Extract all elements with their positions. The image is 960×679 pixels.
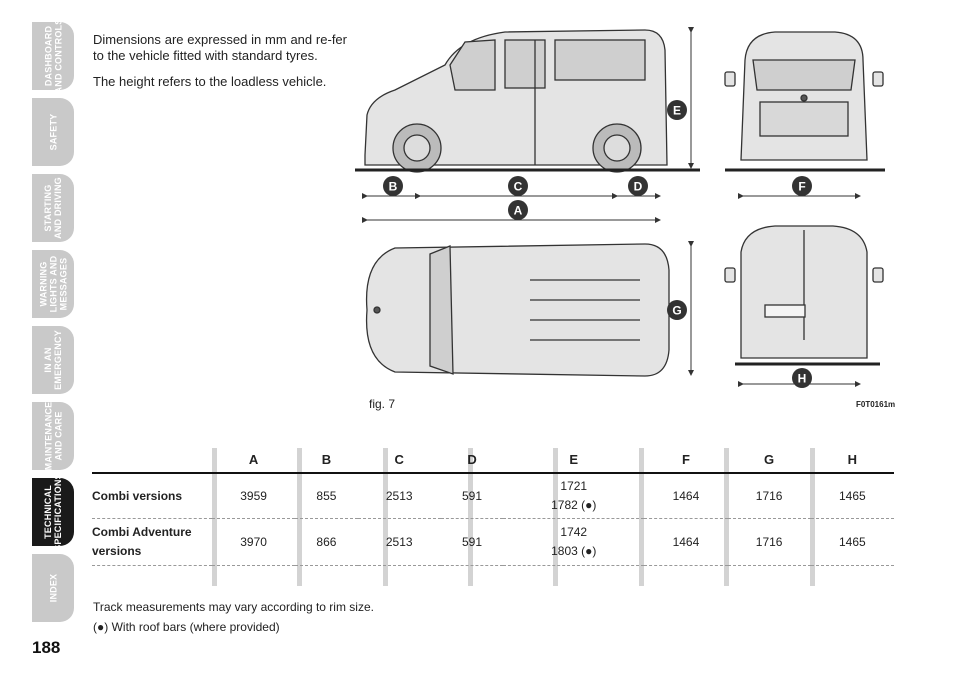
marker-b: B xyxy=(383,176,403,196)
note-track: Track measurements may vary according to… xyxy=(93,600,374,614)
svg-text:F: F xyxy=(798,180,805,194)
tab-label: INDEX xyxy=(47,573,58,603)
cell-c: 2513 xyxy=(357,473,441,519)
figure-label: fig. 7 xyxy=(369,397,396,411)
marker-h: H xyxy=(792,368,812,388)
column-header-e: E xyxy=(503,446,645,474)
column-header-f: F xyxy=(644,446,728,474)
tab-technical-specifications[interactable]: TECHNICAL SPECIFICATIONS xyxy=(32,473,74,551)
cell-e-standard: 1742 xyxy=(560,525,588,539)
cell-e-standard: 1721 xyxy=(560,479,588,493)
svg-text:H: H xyxy=(798,372,807,386)
tab-label: MAINTENANCE AND CARE xyxy=(43,401,64,471)
marker-f: F xyxy=(792,176,812,196)
tab-warning-lights[interactable]: WARNING LIGHTS AND MESSAGES xyxy=(32,250,74,318)
dimensions-table: A B C D E F G H Combi versions 3959 855 … xyxy=(92,446,894,566)
front-view xyxy=(724,31,884,161)
cell-h: 1465 xyxy=(810,473,894,519)
tab-index[interactable]: INDEX xyxy=(32,554,74,622)
column-header-h: H xyxy=(810,446,894,474)
marker-d: D xyxy=(628,176,648,196)
table-row: Combi versions 3959 855 2513 591 1721 178… xyxy=(92,473,894,519)
cell-e-roof-bars: 1782 (●) xyxy=(551,498,597,512)
table-header-row: A B C D E F G H xyxy=(92,446,894,474)
tab-label: STARTING AND DRIVING xyxy=(43,177,64,239)
cell-c: 2513 xyxy=(357,518,441,566)
intro-paragraph-dimensions: Dimensions are expressed in mm and re-fe… xyxy=(93,32,347,63)
svg-text:D: D xyxy=(634,180,643,194)
intro-text: Dimensions are expressed in mm and re-fe… xyxy=(93,32,347,100)
cell-g: 1716 xyxy=(727,518,811,566)
tab-label: SAFETY xyxy=(48,113,58,151)
cell-e-roof-bars: 1803 (●) xyxy=(551,544,597,558)
cell-a: 3959 xyxy=(212,473,296,519)
column-header-g: G xyxy=(727,446,811,474)
column-header-a: A xyxy=(212,446,296,474)
column-header-d: D xyxy=(440,446,504,474)
tab-label: DASHBOARD AND CONTROLS xyxy=(43,18,63,94)
svg-text:G: G xyxy=(672,304,681,318)
svg-text:E: E xyxy=(673,104,681,118)
column-header-empty xyxy=(92,446,212,474)
column-header-b: B xyxy=(295,446,358,474)
table-row: Combi Adventure versions 3970 866 2513 5… xyxy=(92,518,894,566)
note-roof-bars: (●) With roof bars (where provided) xyxy=(93,620,280,634)
cell-d: 591 xyxy=(440,473,504,519)
cell-f: 1464 xyxy=(644,473,728,519)
top-view xyxy=(365,243,670,377)
column-header-c: C xyxy=(357,446,441,474)
svg-text:B: B xyxy=(389,180,398,194)
marker-g: G xyxy=(667,300,687,320)
intro-paragraph-height: The height refers to the loadless vehicl… xyxy=(93,74,327,89)
row-label: Combi Adventure versions xyxy=(92,518,212,566)
row-label: Combi versions xyxy=(92,473,212,519)
page-number: 188 xyxy=(32,638,61,657)
cell-b: 866 xyxy=(295,518,358,566)
tab-in-an-emergency[interactable]: IN AN EMERGENCY xyxy=(32,326,74,394)
tab-label: TECHNICAL SPECIFICATIONS xyxy=(43,473,64,551)
tab-maintenance-and-care[interactable]: MAINTENANCE AND CARE xyxy=(32,402,74,470)
dimension-lines xyxy=(362,27,861,387)
marker-c: C xyxy=(508,176,528,196)
side-view xyxy=(364,29,668,173)
tab-label: IN AN EMERGENCY xyxy=(43,330,63,390)
cell-g: 1716 xyxy=(727,473,811,519)
tab-safety[interactable]: SAFETY xyxy=(32,98,74,166)
vehicle-dimension-drawing: B C D A F E G H xyxy=(355,27,885,388)
marker-a: A xyxy=(508,200,528,220)
svg-text:A: A xyxy=(514,204,523,218)
tab-starting-and-driving[interactable]: STARTING AND DRIVING xyxy=(32,174,74,242)
tab-dashboard-and-controls[interactable]: DASHBOARD AND CONTROLS xyxy=(32,19,74,93)
tab-label: WARNING LIGHTS AND MESSAGES xyxy=(38,255,69,313)
cell-d: 591 xyxy=(440,518,504,566)
cell-f: 1464 xyxy=(644,518,728,566)
rear-view xyxy=(724,225,884,359)
cell-a: 3970 xyxy=(212,518,296,566)
figure-code: F0T0161m xyxy=(856,400,896,409)
table-notes: Track measurements may vary according to… xyxy=(93,597,374,637)
cell-h: 1465 xyxy=(810,518,894,566)
cell-e: 1742 1803 (●) xyxy=(503,518,645,566)
cell-b: 855 xyxy=(295,473,358,519)
cell-e: 1721 1782 (●) xyxy=(503,473,645,519)
svg-text:C: C xyxy=(514,180,523,194)
marker-e: E xyxy=(667,100,687,120)
